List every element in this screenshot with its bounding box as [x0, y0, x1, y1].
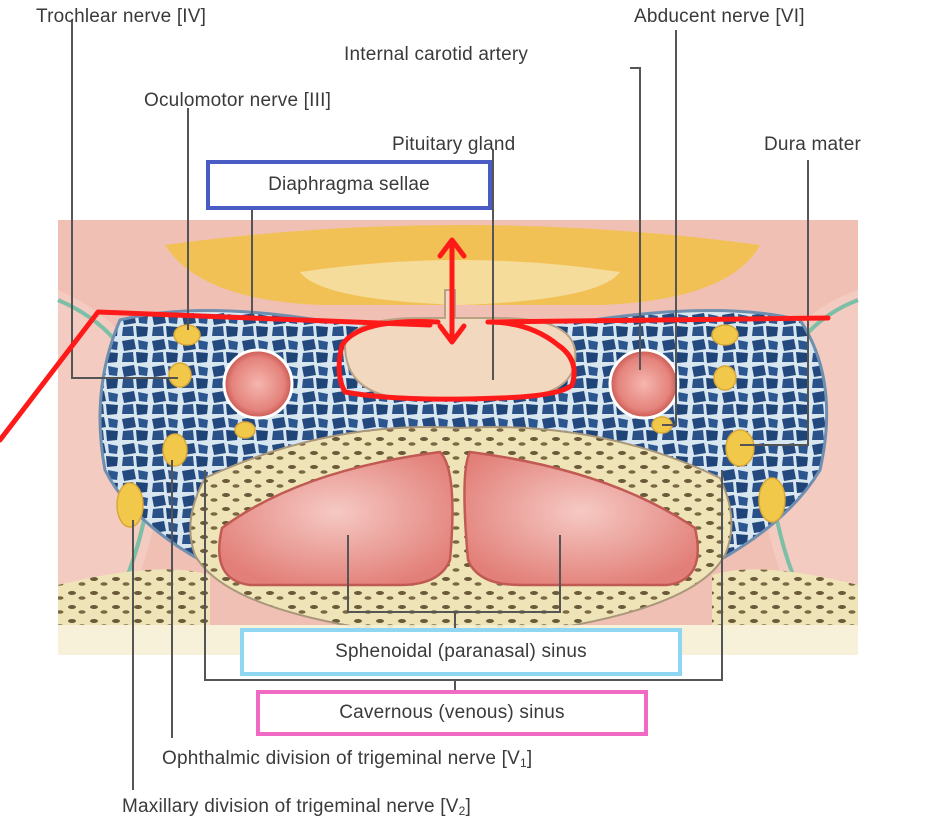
maxillary-bracket: ]: [465, 796, 470, 817]
ophthalmic-subscript: 1: [520, 756, 527, 770]
abducent-nerve-label: Abducent nerve [VI]: [634, 6, 805, 28]
right-carotid-artery: [610, 350, 678, 418]
left-carotid-artery: [224, 350, 292, 418]
internal-carotid-artery-label: Internal carotid artery: [344, 44, 528, 66]
ophthalmic-division-label: Ophthalmic division of trigeminal nerve …: [162, 748, 532, 770]
maxillary-division-label: Maxillary division of trigeminal nerve […: [122, 796, 471, 818]
cavernous-sinus-box: Cavernous (venous) sinus: [256, 690, 648, 736]
ophthalmic-bracket: ]: [527, 748, 532, 769]
sphenoidal-sinus-box: Sphenoidal (paranasal) sinus: [240, 628, 682, 676]
diaphragma-sellae-label: Diaphragma sellae: [268, 174, 430, 196]
cavernous-sinus-label: Cavernous (venous) sinus: [339, 702, 565, 724]
dura-mater-label: Dura mater: [764, 134, 861, 156]
brain-region: [165, 225, 760, 305]
trochlear-nerve-label: Trochlear nerve [IV]: [36, 6, 206, 28]
pituitary-gland-label: Pituitary gland: [392, 134, 515, 156]
oculomotor-nerve-label: Oculomotor nerve [III]: [144, 90, 331, 112]
diaphragma-sellae-box: Diaphragma sellae: [206, 160, 492, 210]
ophthalmic-division-text: Ophthalmic division of trigeminal nerve …: [162, 748, 520, 769]
maxillary-division-text: Maxillary division of trigeminal nerve […: [122, 796, 459, 817]
sphenoidal-sinus-label: Sphenoidal (paranasal) sinus: [335, 641, 587, 663]
